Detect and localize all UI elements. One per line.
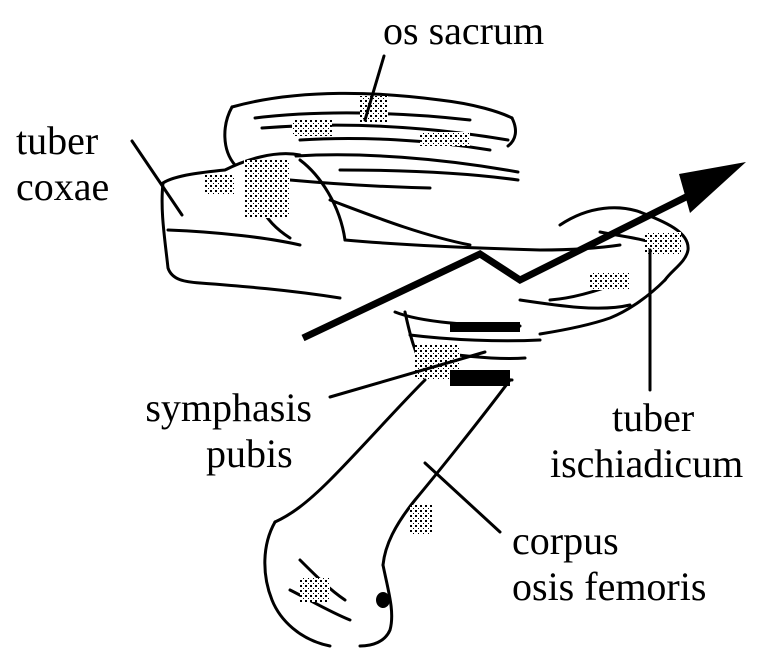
pubis-bone [395,312,540,386]
label-tuber-ischiadicum: tuber ischiadicum [550,395,743,487]
label-tuber-coxae: tuber coxae [16,118,109,210]
label-symphasis-pubis-line1: symphasis [100,385,312,431]
label-corpus-osis-femoris-line1: corpus [512,518,706,564]
label-tuber-ischiadicum-line1: tuber [550,395,743,441]
leader-corpus-osis-femoris [425,463,500,532]
label-tuber-coxae-line2: coxae [16,164,109,210]
label-symphasis-pubis-line2: pubis [100,431,312,477]
label-os-sacrum-text: os sacrum [383,8,544,54]
ilium-bone [162,154,620,298]
label-os-sacrum: os sacrum [383,8,544,54]
label-tuber-ischiadicum-line2: ischiadicum [550,441,743,487]
label-tuber-coxae-line1: tuber [16,118,109,164]
label-corpus-osis-femoris-line2: osis femoris [512,564,706,610]
label-corpus-osis-femoris: corpus osis femoris [512,518,706,610]
label-symphasis-pubis: symphasis pubis [100,385,312,477]
